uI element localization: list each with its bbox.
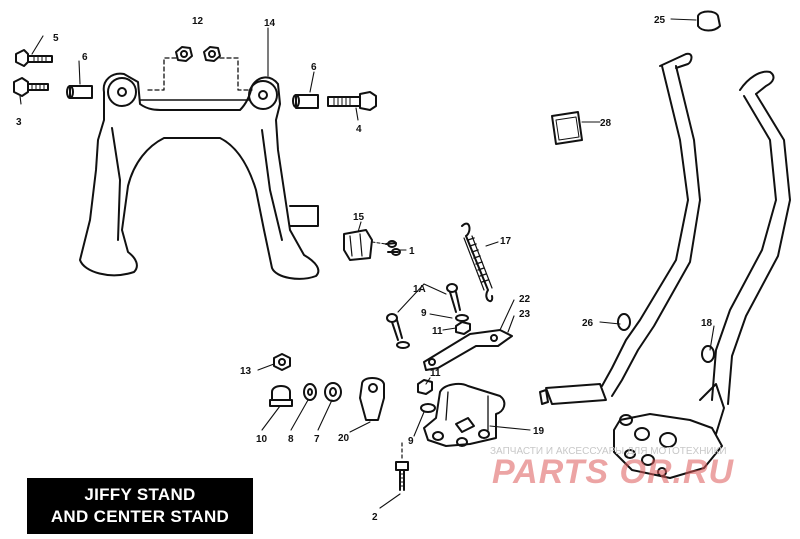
callout-6-left: 6: [82, 52, 88, 63]
callout-11-lower: 11: [430, 368, 441, 379]
leader-lines: [19, 18, 715, 509]
callout-3: 3: [16, 117, 22, 128]
nut-part-11-lower: [417, 379, 433, 395]
bracket-assembly-part-19: [423, 383, 506, 447]
watermark-tagline: ЗАПЧАСТИ И АКСЕССУАРЫ ДЛЯ МОТОТЕХНИКИ: [490, 446, 727, 457]
callout-17: 17: [500, 236, 512, 247]
plate-part-22-23: [423, 329, 513, 371]
bolt-part-5: [15, 49, 53, 67]
callout-20: 20: [338, 433, 350, 444]
bolt-part-4: [327, 91, 377, 111]
bolt-part-1A-right: [446, 283, 461, 313]
callout-23: 23: [519, 309, 531, 320]
callout-4: 4: [356, 124, 362, 135]
callout-1A: 1A: [413, 284, 426, 295]
clevis-part-20: [359, 377, 385, 421]
callout-15: 15: [353, 212, 365, 223]
callout-11-upper: 11: [432, 326, 443, 337]
callout-13: 13: [240, 366, 252, 377]
callout-5: 5: [53, 33, 59, 44]
bracket-part-15: [343, 229, 373, 261]
cap-part-25: [697, 10, 721, 32]
title-line-2: AND CENTER STAND: [50, 507, 230, 526]
pin-part-6-right: [292, 94, 319, 109]
diagram-title-box: JIFFY STAND AND CENTER STAND: [27, 478, 253, 534]
watermark-logo: PARTS OR.RU: [492, 453, 735, 491]
bolt-part-3: [13, 77, 49, 97]
washer-part-8: [303, 383, 317, 401]
spring-part-17: [461, 222, 494, 303]
callout-7: 7: [314, 434, 320, 445]
washer-part-9-bottom: [420, 403, 436, 413]
title-line-1: JIFFY STAND: [84, 485, 196, 504]
acorn-nut-part-10: [269, 385, 293, 407]
jiffy-stand-part-26: [539, 52, 701, 405]
pivot-assembly: [613, 383, 725, 479]
callout-labels: 5 6 3 12 14 6 4 15 1 17 1A 9 11 22 23 26…: [16, 15, 713, 523]
callout-2: 2: [372, 512, 378, 523]
stand-part-18: [701, 70, 791, 405]
callout-26: 26: [582, 318, 594, 329]
callout-6-right: 6: [311, 62, 317, 73]
nut-part-11-upper: [455, 321, 471, 335]
callout-9-upper: 9: [421, 308, 427, 319]
screw-part-2: [395, 439, 409, 491]
leader-12-left: [147, 57, 177, 91]
pin-part-6-left: [66, 85, 93, 99]
leader-12-right: [219, 57, 253, 91]
washer-part-9-lower: [396, 341, 410, 349]
callout-14: 14: [264, 18, 276, 29]
callout-9-lower: 9: [408, 436, 414, 447]
callout-1: 1: [409, 246, 415, 257]
nut-part-12-left: [175, 46, 193, 62]
pad-part-28: [551, 111, 583, 145]
callout-22: 22: [519, 294, 531, 305]
center-stand-part-14: [79, 72, 320, 280]
callout-10: 10: [256, 434, 268, 445]
callout-12: 12: [192, 16, 204, 27]
screws-part-1: [371, 240, 401, 256]
callout-8: 8: [288, 434, 294, 445]
washer-part-9-upper: [455, 314, 469, 322]
nut-part-13: [273, 353, 291, 371]
callout-25: 25: [654, 15, 666, 26]
callout-19: 19: [533, 426, 545, 437]
nut-part-12-right: [203, 46, 221, 62]
callout-28: 28: [600, 118, 612, 129]
washer-part-7: [324, 382, 342, 402]
callout-18: 18: [701, 318, 713, 329]
bolt-part-1A-left: [386, 313, 403, 341]
